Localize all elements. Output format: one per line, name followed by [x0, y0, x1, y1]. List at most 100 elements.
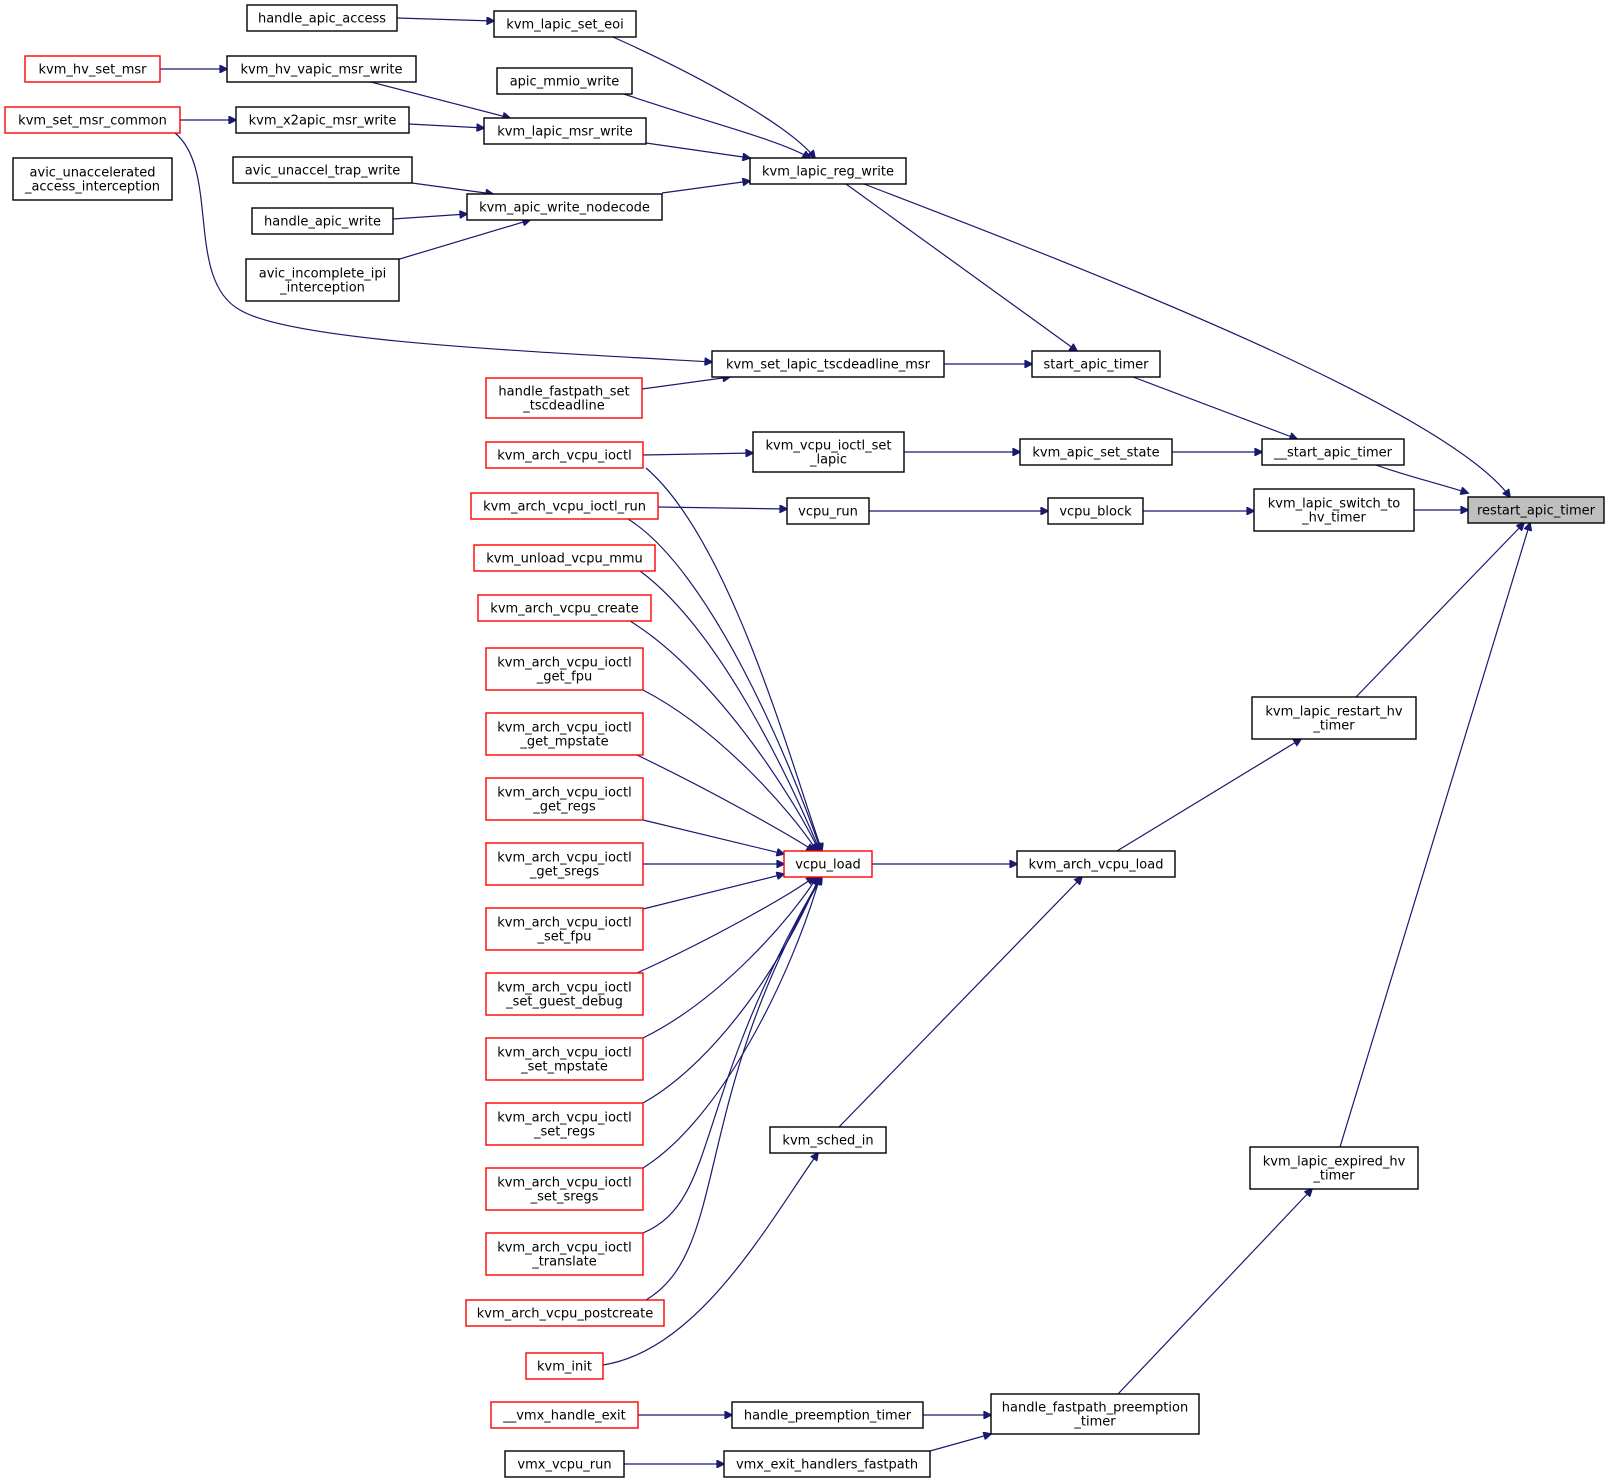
node-apic-mmio-write[interactable]: apic_mmio_write: [496, 67, 633, 95]
node-kvm-lapic-expired-hv-timer[interactable]: kvm_lapic_expired_hv_timer: [1249, 1146, 1419, 1190]
call-edge: [370, 81, 510, 118]
node-kvm-unload-vcpu-mmu[interactable]: kvm_unload_vcpu_mmu: [473, 544, 656, 572]
node-kvm-arch-vcpu-ioctl-set-mpstate[interactable]: kvm_arch_vcpu_ioctl_set_mpstate: [485, 1037, 644, 1081]
node-box: [504, 1450, 625, 1478]
node-start-apic-timer[interactable]: start_apic_timer: [1031, 350, 1161, 378]
node-kvm-lapic-restart-hv-timer[interactable]: kvm_lapic_restart_hv_timer: [1251, 696, 1417, 740]
node-kvm-vcpu-ioctl-set-lapic[interactable]: kvm_vcpu_ioctl_set_lapic: [752, 431, 905, 473]
call-edge: [636, 754, 814, 851]
call-edge: [642, 877, 817, 1039]
node-kvm-arch-vcpu-load[interactable]: kvm_arch_vcpu_load: [1016, 850, 1176, 878]
node-box: [485, 1232, 644, 1276]
node-avic-unaccel-trap-write[interactable]: avic_unaccel_trap_write: [232, 156, 413, 184]
node-label: kvm_arch_vcpu_ioctl_run: [483, 500, 646, 515]
node-kvm-lapic-reg-write[interactable]: kvm_lapic_reg_write: [749, 157, 907, 185]
node-vcpu-block[interactable]: vcpu_block: [1047, 497, 1144, 525]
node-kvm-init[interactable]: kvm_init: [525, 1352, 604, 1380]
node-kvm-apic-set-state[interactable]: kvm_apic_set_state: [1019, 438, 1173, 466]
node-label: _hv_timer: [1301, 511, 1366, 526]
node-kvm-lapic-set-eoi[interactable]: kvm_lapic_set_eoi: [493, 10, 637, 38]
node-label: _timer: [1312, 1169, 1355, 1184]
node-label: vmx_exit_handlers_fastpath: [736, 1458, 918, 1473]
node-start-apic-timer[interactable]: __start_apic_timer: [1261, 438, 1405, 466]
node-handle-apic-access[interactable]: handle_apic_access: [246, 4, 398, 32]
node-label: _timer: [1312, 719, 1355, 734]
node-kvm-arch-vcpu-ioctl-get-fpu[interactable]: kvm_arch_vcpu_ioctl_get_fpu: [485, 647, 644, 691]
node-label: kvm_hv_set_msr: [39, 63, 148, 78]
node-box: [525, 1352, 604, 1380]
node-label: kvm_lapic_msr_write: [497, 125, 632, 140]
node-handle-preemption-timer[interactable]: handle_preemption_timer: [731, 1401, 924, 1429]
node-avic-unaccelerated-access-interception[interactable]: avic_unaccelerated_access_interception: [12, 157, 173, 201]
node-kvm-hv-set-msr[interactable]: kvm_hv_set_msr: [24, 55, 161, 83]
node-handle-fastpath-set-tscdeadline[interactable]: handle_fastpath_set_tscdeadline: [485, 377, 643, 419]
node-kvm-arch-vcpu-postcreate[interactable]: kvm_arch_vcpu_postcreate: [465, 1299, 665, 1327]
node-kvm-set-lapic-tscdeadline-msr[interactable]: kvm_set_lapic_tscdeadline_msr: [711, 350, 945, 378]
node-box: [1251, 696, 1417, 740]
node-kvm-x2apic-msr-write[interactable]: kvm_x2apic_msr_write: [235, 106, 410, 134]
node-label: handle_preemption_timer: [744, 1409, 912, 1424]
node-kvm-hv-vapic-msr-write[interactable]: kvm_hv_vapic_msr_write: [226, 55, 417, 83]
node-kvm-lapic-msr-write[interactable]: kvm_lapic_msr_write: [483, 117, 647, 145]
node-vmx-vcpu-run[interactable]: vmx_vcpu_run: [504, 1450, 625, 1478]
call-edge: [392, 214, 467, 220]
call-edge: [396, 18, 494, 21]
node-label: kvm_init: [537, 1360, 592, 1375]
node-label: _set_sregs: [530, 1190, 599, 1205]
node-kvm-arch-vcpu-ioctl-get-regs[interactable]: kvm_arch_vcpu_ioctl_get_regs: [485, 777, 644, 821]
call-edge: [1132, 376, 1297, 439]
node-kvm-arch-vcpu-ioctl-set-fpu[interactable]: kvm_arch_vcpu_ioctl_set_fpu: [485, 907, 644, 951]
node-kvm-arch-vcpu-ioctl-get-mpstate[interactable]: kvm_arch_vcpu_ioctl_get_mpstate: [485, 712, 644, 756]
node-box: [1031, 350, 1161, 378]
node-box: [752, 431, 905, 473]
call-edge: [642, 819, 784, 854]
call-edge: [1117, 1189, 1312, 1395]
node-vmx-handle-exit[interactable]: __vmx_handle_exit: [490, 1401, 639, 1429]
node-restart-apic-timer[interactable]: restart_apic_timer: [1467, 496, 1605, 524]
node-box: [485, 377, 643, 419]
node-avic-incomplete-ipi-interception[interactable]: avic_incomplete_ipi_interception: [245, 258, 400, 302]
node-label: kvm_arch_vcpu_ioctl: [497, 1176, 632, 1191]
node-box: [24, 55, 161, 83]
node-vcpu-load[interactable]: vcpu_load: [783, 850, 873, 878]
node-kvm-arch-vcpu-ioctl[interactable]: kvm_arch_vcpu_ioctl: [485, 441, 644, 469]
node-kvm-set-msr-common[interactable]: kvm_set_msr_common: [4, 106, 181, 134]
node-box: [485, 907, 644, 951]
node-handle-apic-write[interactable]: handle_apic_write: [251, 207, 394, 235]
node-label: kvm_vcpu_ioctl_set: [765, 439, 891, 454]
node-kvm-arch-vcpu-create[interactable]: kvm_arch_vcpu_create: [477, 594, 652, 622]
node-kvm-arch-vcpu-ioctl-translate[interactable]: kvm_arch_vcpu_ioctl_translate: [485, 1232, 644, 1276]
call-edge: [838, 877, 1082, 1128]
node-kvm-sched-in[interactable]: kvm_sched_in: [769, 1126, 887, 1154]
node-label: kvm_arch_vcpu_ioctl: [497, 786, 632, 801]
call-edge: [602, 1153, 818, 1366]
node-label: kvm_unload_vcpu_mmu: [486, 552, 643, 567]
node-kvm-arch-vcpu-ioctl-set-guest-debug[interactable]: kvm_arch_vcpu_ioctl_set_guest_debug: [485, 972, 644, 1016]
node-kvm-arch-vcpu-ioctl-run[interactable]: kvm_arch_vcpu_ioctl_run: [470, 492, 659, 520]
node-vmx-exit-handlers-fastpath[interactable]: vmx_exit_handlers_fastpath: [723, 1450, 931, 1478]
node-kvm-arch-vcpu-ioctl-get-sregs[interactable]: kvm_arch_vcpu_ioctl_get_sregs: [485, 842, 644, 886]
node-box: [783, 850, 873, 878]
nodes-layer: restart_apic_timer kvm_lapic_reg_write __s…: [4, 4, 1605, 1478]
node-kvm-lapic-switch-to-hv-timer[interactable]: kvm_lapic_switch_to_hv_timer: [1253, 488, 1415, 532]
node-box: [470, 492, 659, 520]
node-label: kvm_arch_vcpu_postcreate: [477, 1307, 653, 1322]
node-label: vmx_vcpu_run: [517, 1458, 611, 1473]
node-vcpu-run[interactable]: vcpu_run: [786, 497, 870, 525]
node-label: __start_apic_timer: [1273, 446, 1393, 461]
call-edge: [174, 132, 712, 362]
call-edge: [642, 874, 784, 910]
call-edge: [929, 1434, 991, 1452]
call-edge: [636, 877, 814, 974]
node-handle-fastpath-preemption-timer[interactable]: handle_fastpath_preemption_timer: [990, 1393, 1200, 1435]
node-label: vcpu_load: [795, 858, 861, 873]
node-label: kvm_arch_vcpu_ioctl: [497, 449, 632, 464]
node-box: [493, 10, 637, 38]
node-kvm-arch-vcpu-ioctl-set-sregs[interactable]: kvm_arch_vcpu_ioctl_set_sregs: [485, 1167, 644, 1211]
node-label: kvm_sched_in: [782, 1134, 873, 1149]
node-kvm-apic-write-nodecode[interactable]: kvm_apic_write_nodecode: [466, 193, 663, 221]
call-edge: [639, 570, 820, 851]
node-kvm-arch-vcpu-ioctl-set-regs[interactable]: kvm_arch_vcpu_ioctl_set_regs: [485, 1102, 644, 1146]
node-label: _set_fpu: [537, 930, 592, 945]
node-box: [4, 106, 181, 134]
